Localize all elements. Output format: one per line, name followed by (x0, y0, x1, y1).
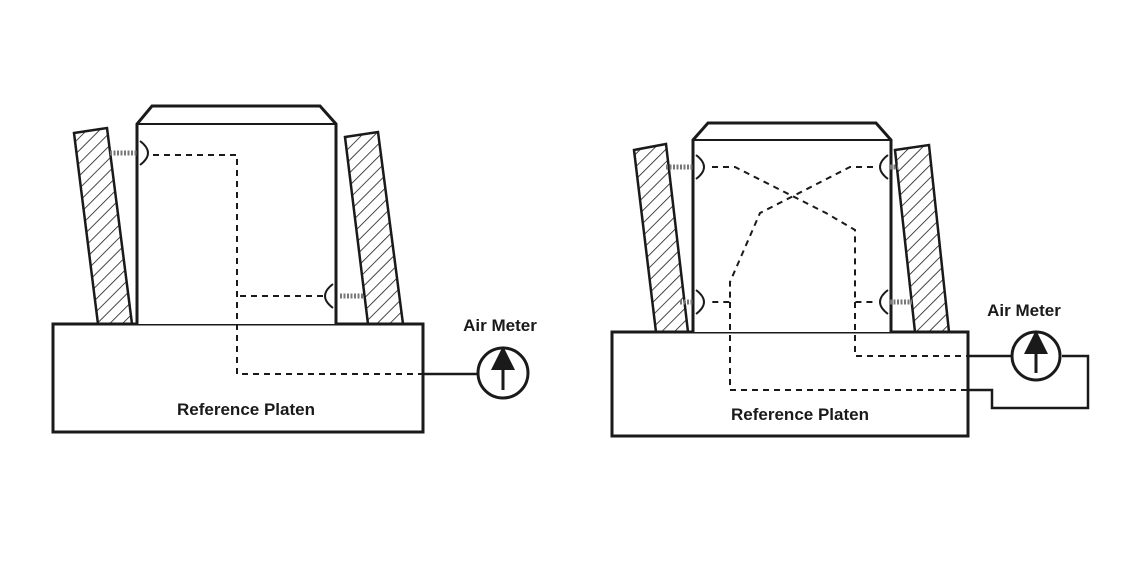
right-nozzle-lower-left (695, 289, 705, 315)
right-reference-platen (610, 330, 970, 438)
right-air-passage-cross-b (712, 166, 873, 303)
left-nozzle-lower (324, 283, 334, 309)
left-nozzle-upper (139, 140, 149, 166)
right-bore-wall-left (632, 142, 690, 334)
right-gauging-plug (691, 121, 893, 332)
right-diagram: Air Meter Reference Platen (610, 121, 1090, 438)
right-air-meter-label: Air Meter (987, 301, 1061, 320)
right-nozzle-lower-right (879, 289, 889, 315)
right-air-hose-b (968, 354, 1090, 410)
left-reference-platen (51, 322, 425, 434)
right-nozzle-upper-left (695, 154, 705, 180)
left-air-passage-upper (153, 154, 428, 375)
right-nozzle-upper-right (879, 154, 889, 180)
left-reference-platen-label: Reference Platen (177, 400, 315, 419)
left-bore-wall-left (72, 126, 134, 326)
left-diagram: Air Meter Reference Platen (51, 104, 537, 434)
right-bore-wall-right (893, 143, 951, 334)
right-air-passage-cross-a (712, 166, 875, 303)
left-bore-wall-right (343, 130, 405, 326)
right-air-passage-down-b (729, 302, 968, 391)
right-reference-platen-label: Reference Platen (731, 405, 869, 424)
left-air-meter-label: Air Meter (463, 316, 537, 335)
